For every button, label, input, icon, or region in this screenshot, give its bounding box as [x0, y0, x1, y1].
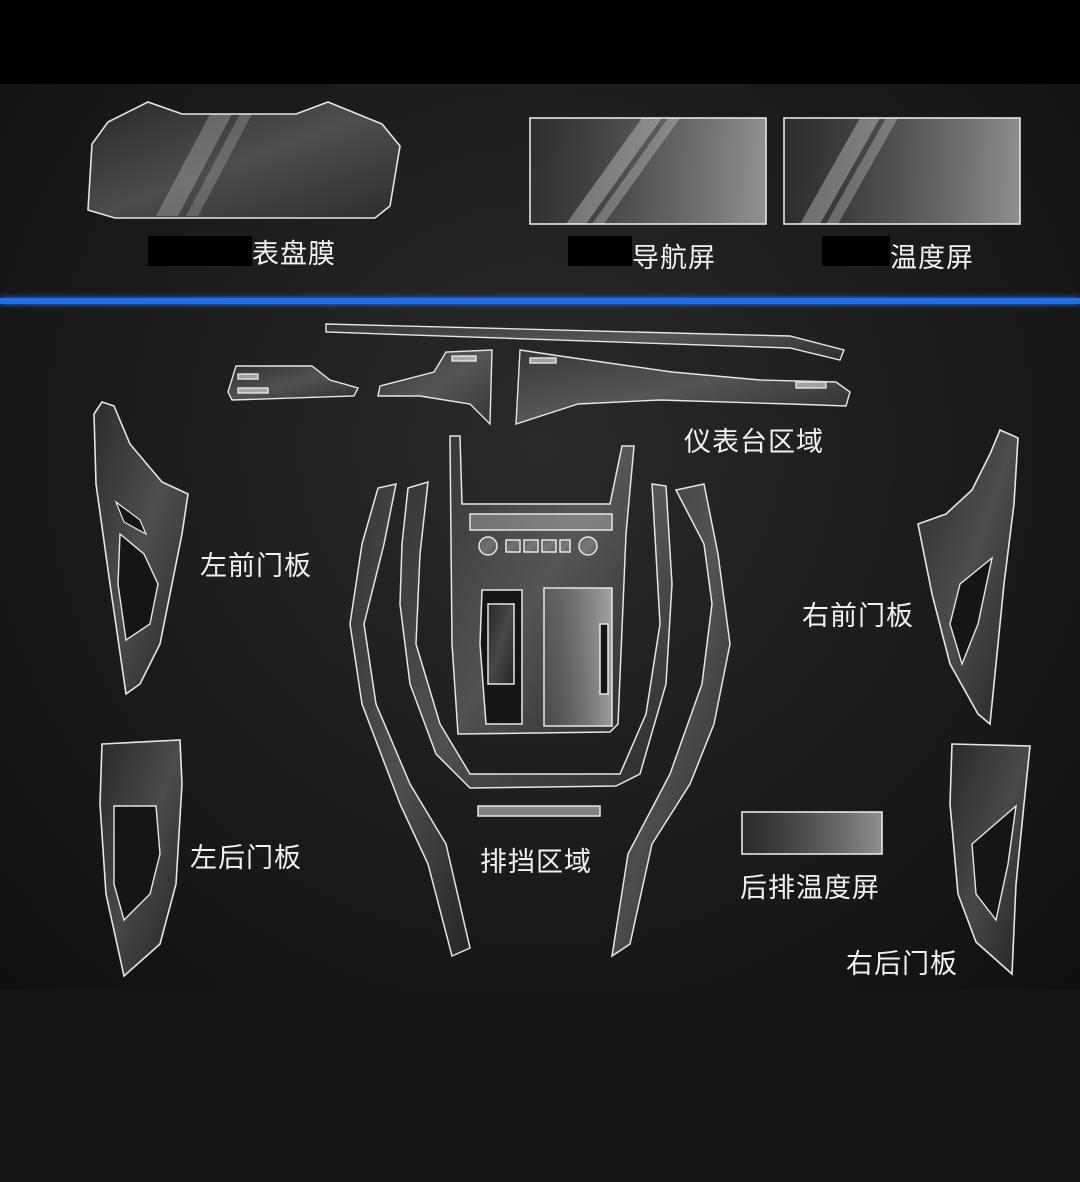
instrument-panel-pieces	[227, 323, 851, 426]
redaction-block	[822, 236, 890, 266]
navigation-screen-piece	[529, 117, 767, 225]
redaction-block	[148, 236, 252, 266]
right-rear-door-piece	[949, 743, 1031, 976]
gear-shift-area-pieces	[349, 435, 731, 958]
label-dashboard-film: 表盘膜	[252, 239, 336, 270]
label-instrument-panel-area: 仪表台区域	[684, 427, 824, 458]
rear-temperature-screen-piece	[741, 811, 883, 855]
label-navigation-screen: 导航屏	[632, 243, 716, 274]
left-rear-door-piece	[99, 739, 183, 978]
blue-divider-line	[0, 298, 1080, 304]
film-pieces-illustration	[87, 101, 1031, 978]
right-front-door-piece	[917, 428, 1019, 726]
left-front-door-piece	[93, 401, 189, 696]
label-right-front-door: 右前门板	[802, 601, 914, 632]
label-right-rear-door: 右后门板	[846, 949, 958, 980]
label-gear-shift-area: 排挡区域	[480, 847, 592, 878]
label-temperature-screen: 温度屏	[890, 243, 974, 274]
temperature-screen-piece	[783, 117, 1021, 225]
redaction-block	[568, 236, 632, 266]
top-black-bar	[0, 0, 1080, 84]
product-image: 表盘膜 导航屏 温度屏 仪表台区域 左前门板 右前门板 左后门板 排挡区域 后排…	[0, 84, 1080, 990]
label-left-rear-door: 左后门板	[190, 843, 302, 874]
label-left-front-door: 左前门板	[200, 551, 312, 582]
label-rear-temperature-screen: 后排温度屏	[740, 873, 880, 904]
dashboard-film-piece	[87, 101, 401, 219]
bottom-empty-area	[0, 990, 1080, 1182]
